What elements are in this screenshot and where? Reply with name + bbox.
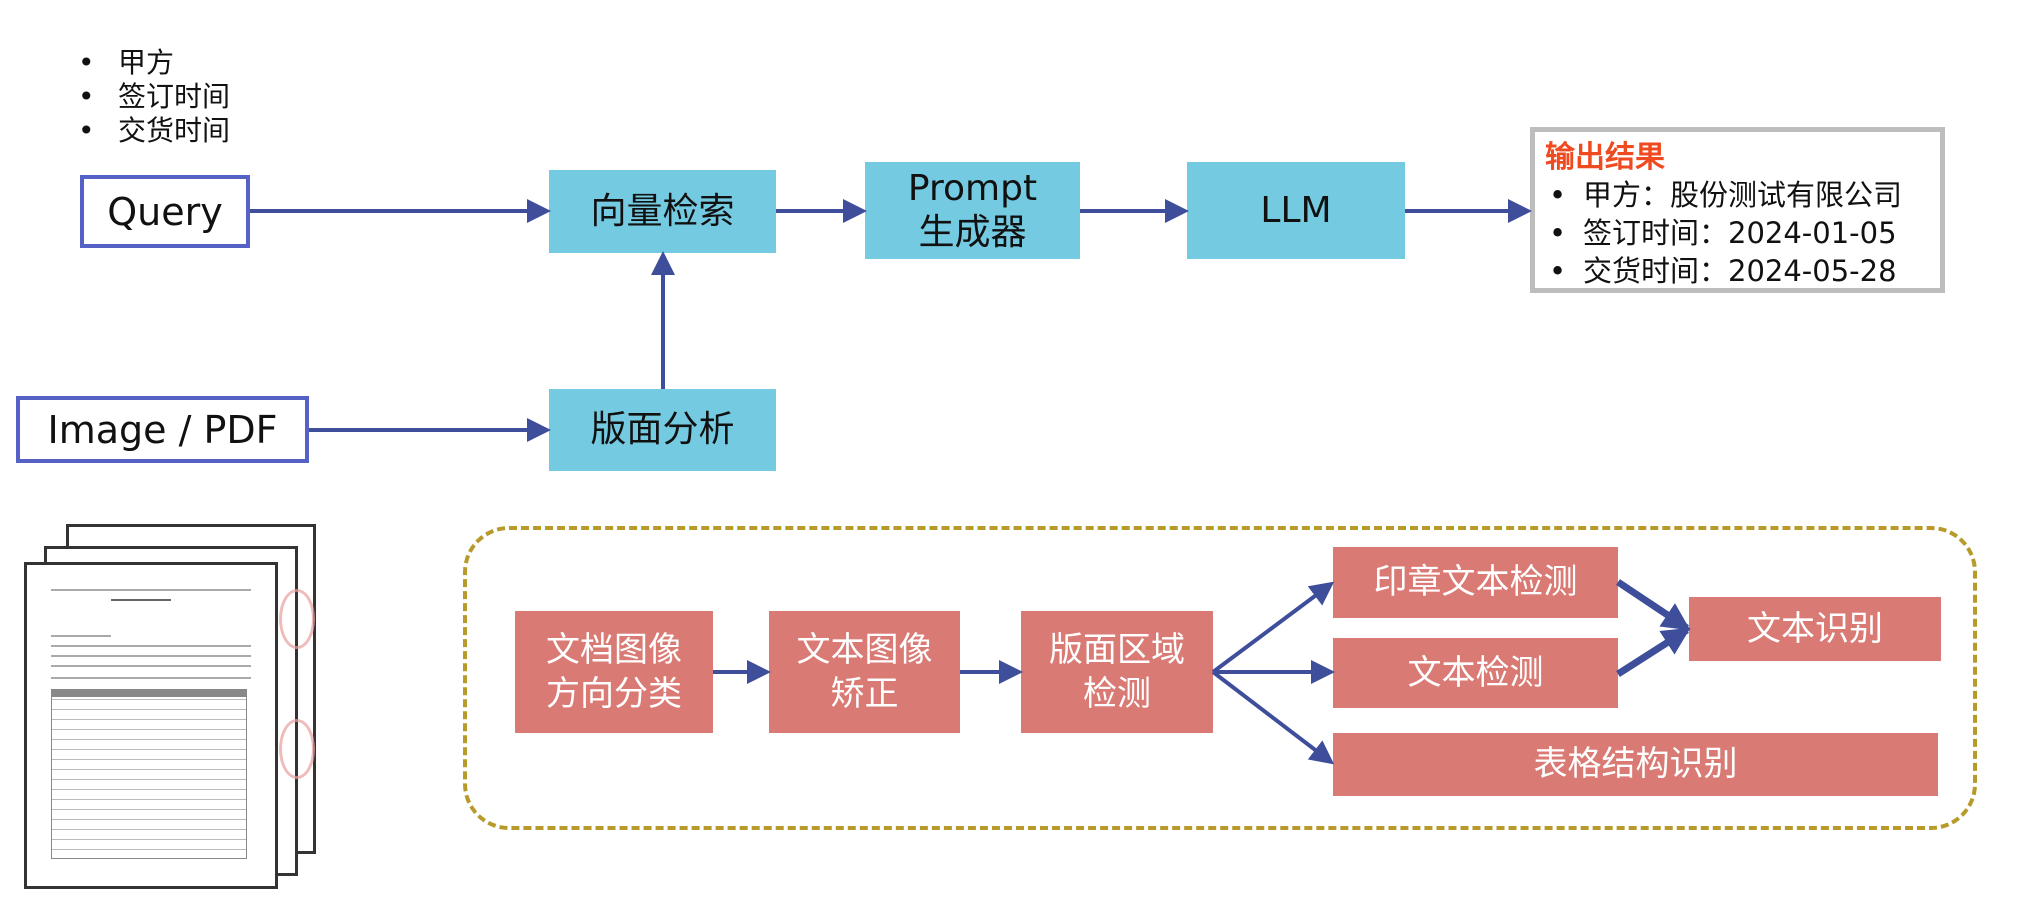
orientation-line2: 方向分类 (546, 674, 682, 714)
text-line (111, 599, 171, 601)
query-input-box: Query (80, 175, 250, 248)
layout-analysis-detail-container (463, 526, 1977, 830)
output-item: 甲方：股份测试有限公司 (1545, 176, 1930, 214)
text-line (51, 665, 251, 667)
prompt-generator-box: Prompt 生成器 (865, 162, 1080, 259)
prompt-generator-line2: 生成器 (918, 211, 1027, 253)
seal-stamp-mark (279, 589, 315, 649)
text-detection-box: 文本检测 (1333, 638, 1618, 708)
text-recognition-box: 文本识别 (1689, 597, 1941, 661)
prompt-generator-line1: Prompt (907, 168, 1038, 210)
query-field-list: 甲方 签订时间 交货时间 (78, 46, 230, 148)
layout-analysis-box: 版面分析 (549, 389, 776, 471)
vector-search-box: 向量检索 (549, 170, 776, 253)
rectify-line2: 矫正 (830, 674, 899, 714)
rectify-line1: 文本图像 (796, 629, 933, 670)
query-field: 甲方 (78, 46, 230, 80)
output-title: 输出结果 (1545, 140, 1665, 175)
layout-region-detection-box: 版面区域 检测 (1021, 611, 1213, 733)
output-result-box: 输出结果 甲方：股份测试有限公司 签订时间：2024-01-05 交货时间：20… (1530, 127, 1945, 293)
table-structure-recognition-box: 表格结构识别 (1333, 733, 1938, 796)
document-page-front (24, 562, 278, 889)
output-item: 签订时间：2024-01-05 (1545, 214, 1930, 252)
arrow-seal-to-recog (1616, 579, 1691, 631)
llm-box: LLM (1187, 162, 1405, 259)
orientation-classification-box: 文档图像 方向分类 (515, 611, 713, 733)
text-line (51, 677, 251, 679)
image-rectification-box: 文本图像 矫正 (769, 611, 960, 733)
region-detect-line1: 版面区域 (1049, 629, 1185, 670)
text-line (51, 635, 111, 637)
image-pdf-input-box: Image / PDF (16, 396, 309, 463)
seal-text-detection-box: 印章文本检测 (1333, 547, 1618, 618)
document-stack-image (20, 500, 320, 889)
text-line (51, 589, 251, 591)
query-field: 交货时间 (78, 114, 230, 148)
text-line (51, 655, 251, 657)
arrow-text-detect-to-recog (1616, 627, 1691, 677)
region-detect-line2: 检测 (1083, 674, 1151, 714)
document-table (51, 689, 247, 859)
document-table-header (51, 689, 247, 697)
arrow-region-to-table (1211, 670, 1335, 765)
orientation-line1: 文档图像 (546, 629, 682, 670)
query-field: 签订时间 (78, 80, 230, 114)
arrow-region-to-seal (1211, 581, 1335, 674)
text-line (51, 645, 251, 647)
output-item: 交货时间：2024-05-28 (1545, 252, 1930, 290)
seal-stamp-mark (279, 719, 315, 779)
